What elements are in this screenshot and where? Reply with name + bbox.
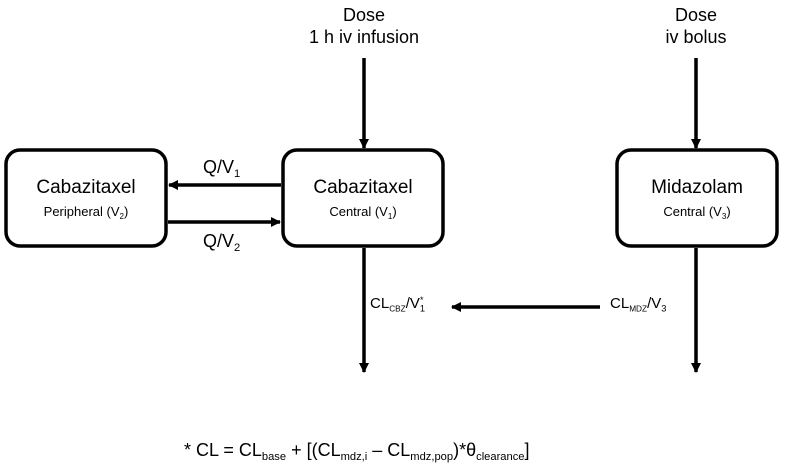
cbz-central-volume: Central (V1) (329, 204, 397, 221)
cbz-central-title: Cabazitaxel (313, 177, 413, 198)
dose-infusion-line1: Dose (342, 5, 386, 25)
q-v1-label: Q/V1 (203, 157, 241, 180)
mdz-central-volume: Central (V3) (663, 204, 731, 221)
clearance-equation: * CL = CLbase + [(CLmdz,i – CLmdz,pop)*θ… (184, 440, 530, 463)
cl-mdz-label: CLMDZ/V3 (610, 295, 667, 314)
dose-infusion-line2: 1 h iv infusion (308, 27, 420, 47)
cbz-peripheral-volume: Peripheral (V2) (43, 204, 129, 221)
cl-cbz-label: CLCBZ/V1* (370, 295, 426, 314)
dose-infusion-label: Dose 1 h iv infusion (309, 6, 419, 46)
cbz-peripheral-title: Cabazitaxel (36, 177, 136, 198)
cabazitaxel-peripheral-box (4, 148, 168, 248)
q-v2-label: Q/V2 (203, 231, 241, 254)
dose-bolus-line2: iv bolus (665, 27, 727, 47)
midazolam-central-box (615, 148, 779, 248)
mdz-central-title: Midazolam (651, 177, 743, 198)
dose-bolus-line1: Dose (674, 5, 718, 25)
cabazitaxel-central-box (281, 148, 445, 248)
dose-bolus-label: Dose iv bolus (665, 6, 726, 46)
